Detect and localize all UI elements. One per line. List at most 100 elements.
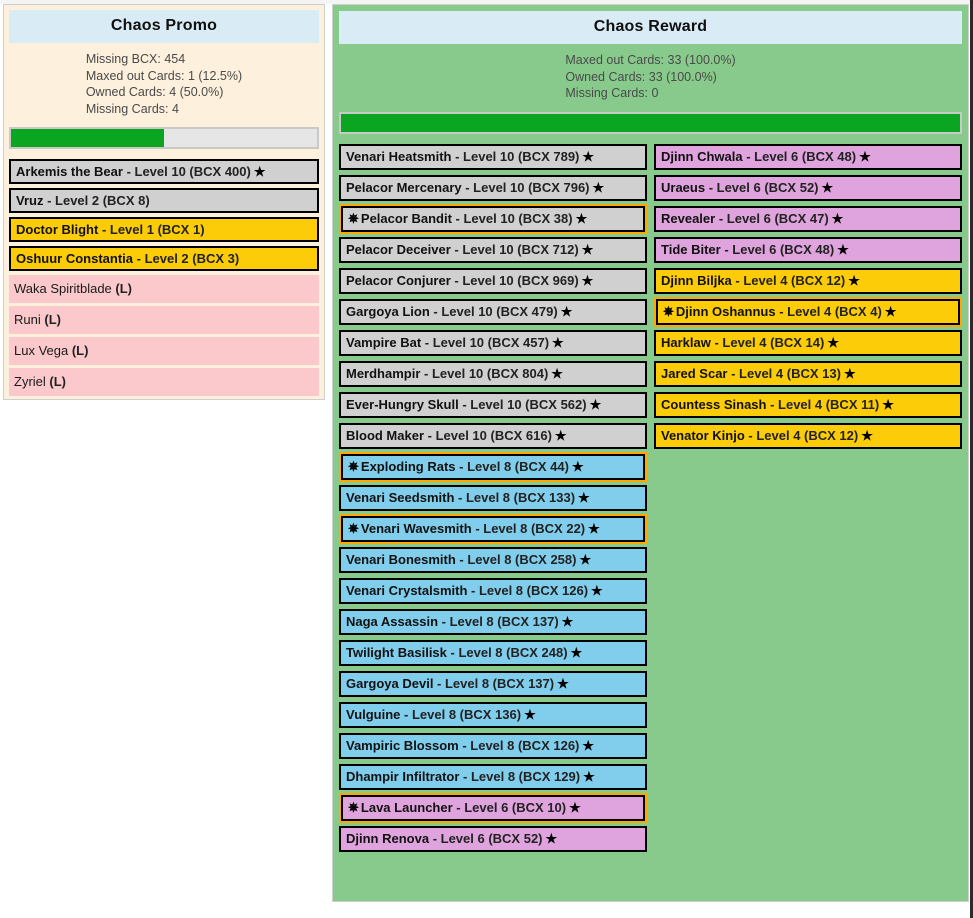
card-row[interactable]: ✵Exploding Rats - Level 8 (BCX 44)★ xyxy=(339,451,647,482)
card-name: Pelacor Bandit xyxy=(360,210,452,226)
maxed-star-icon: ★ xyxy=(583,768,595,784)
maxed-star-icon: ★ xyxy=(570,644,583,660)
card-row[interactable]: Jared Scar - Level 4 (BCX 13)★ xyxy=(654,360,962,387)
maxed-star-icon: ★ xyxy=(561,613,574,629)
card-level-bcx: - Level 8 (BCX 126) xyxy=(458,737,580,753)
card-row[interactable]: Venari Bonesmith - Level 8 (BCX 258)★ xyxy=(339,546,647,573)
promo-progress-bar xyxy=(9,127,319,149)
card-row[interactable]: Waka Spiritblade (L) xyxy=(9,275,319,303)
maxed-star-icon: ★ xyxy=(843,365,856,381)
promo-stat-missing-bcx: Missing BCX: 454 xyxy=(85,52,186,66)
card-row[interactable]: Vampire Bat - Level 10 (BCX 457)★ xyxy=(339,329,647,356)
promo-stat-owned: Owned Cards: 4 (50.0%) xyxy=(85,85,224,99)
card-level-bcx: - Level 4 (BCX 4) xyxy=(775,303,882,319)
card-level-bcx: - Level 4 (BCX 14) xyxy=(710,334,825,350)
maxed-star-icon: ★ xyxy=(581,272,594,288)
chaos-reward-panel: Chaos Reward Maxed out Cards: 33 (100.0%… xyxy=(332,4,969,902)
reward-panel-title: Chaos Reward xyxy=(339,11,962,44)
card-row[interactable]: ✵Pelacor Bandit - Level 10 (BCX 38)★ xyxy=(339,203,647,234)
card-name: Twilight Basilisk xyxy=(346,644,447,660)
card-row[interactable]: Naga Assassin - Level 8 (BCX 137)★ xyxy=(339,608,647,635)
card-row[interactable]: Uraeus - Level 6 (BCX 52)★ xyxy=(654,174,962,201)
card-name: Venari Crystalsmith xyxy=(346,582,468,598)
maxed-star-icon: ★ xyxy=(524,706,536,722)
maxed-star-icon: ★ xyxy=(569,799,581,815)
card-row[interactable]: Vruz - Level 2 (BCX 8) xyxy=(9,188,319,213)
card-name: Djinn Renova xyxy=(346,830,430,846)
card-row[interactable]: Oshuur Constantia - Level 2 (BCX 3) xyxy=(9,246,319,271)
card-row[interactable]: Tide Biter - Level 6 (BCX 48)★ xyxy=(654,236,962,263)
card-row[interactable]: Venari Heatsmith - Level 10 (BCX 789)★ xyxy=(339,143,647,170)
card-row[interactable]: Venator Kinjo - Level 4 (BCX 12)★ xyxy=(654,422,962,449)
maxed-star-icon: ★ xyxy=(848,272,860,288)
card-row[interactable]: Ever-Hungry Skull - Level 10 (BCX 562)★ xyxy=(339,391,647,418)
card-row[interactable]: Countess Sinash - Level 4 (BCX 11)★ xyxy=(654,391,962,418)
card-level-bcx: - Level 10 (BCX 616) xyxy=(424,427,552,443)
card-row[interactable]: Harklaw - Level 4 (BCX 14)★ xyxy=(654,329,962,356)
card-row[interactable]: Runi (L) xyxy=(9,306,319,334)
card-row[interactable]: Revealer - Level 6 (BCX 47)★ xyxy=(654,205,962,232)
card-row[interactable]: Arkemis the Bear - Level 10 (BCX 400)★ xyxy=(9,159,319,184)
maxed-star-icon: ★ xyxy=(591,582,603,598)
maxed-star-icon: ★ xyxy=(253,164,266,179)
card-level-bcx: - Level 6 (BCX 47) xyxy=(715,210,829,226)
promo-stats: Missing BCX: 454 Maxed out Cards: 1 (12.… xyxy=(9,43,319,121)
card-level-bcx: - Level 4 (BCX 12) xyxy=(731,272,846,288)
card-name: Lava Launcher xyxy=(360,799,453,815)
card-row[interactable]: ✵Lava Launcher - Level 6 (BCX 10)★ xyxy=(339,792,647,823)
card-name: Vampiric Blossom xyxy=(346,737,459,753)
card-row[interactable]: Gargoya Devil - Level 8 (BCX 137)★ xyxy=(339,670,647,697)
card-row[interactable]: Djinn Chwala - Level 6 (BCX 48)★ xyxy=(654,143,962,170)
promo-stat-maxed-out: Maxed out Cards: 1 (12.5%) xyxy=(85,68,243,83)
card-name: Dhampir Infiltrator xyxy=(346,768,460,784)
promo-progress-fill xyxy=(11,129,164,147)
card-row[interactable]: Doctor Blight - Level 1 (BCX 1) xyxy=(9,217,319,242)
card-row[interactable]: Djinn Biljka - Level 4 (BCX 12)★ xyxy=(654,267,962,294)
chaos-promo-panel: Chaos Promo Missing BCX: 454 Maxed out C… xyxy=(3,4,325,400)
card-row[interactable]: Blood Maker - Level 10 (BCX 616)★ xyxy=(339,422,647,449)
card-row[interactable]: Venari Seedsmith - Level 8 (BCX 133)★ xyxy=(339,484,647,511)
maxed-star-icon: ★ xyxy=(554,427,567,443)
card-row[interactable]: Pelacor Deceiver - Level 10 (BCX 712)★ xyxy=(339,236,647,263)
card-row[interactable]: Djinn Renova - Level 6 (BCX 52)★ xyxy=(339,825,647,852)
card-row[interactable]: Merdhampir - Level 10 (BCX 804)★ xyxy=(339,360,647,387)
card-row[interactable]: Gargoya Lion - Level 10 (BCX 479)★ xyxy=(339,298,647,325)
card-row[interactable]: Zyriel (L) xyxy=(9,368,319,396)
card-row[interactable]: Pelacor Conjurer - Level 10 (BCX 969)★ xyxy=(339,267,647,294)
card-row[interactable]: ✵Venari Wavesmith - Level 8 (BCX 22)★ xyxy=(339,513,647,544)
maxed-star-icon: ★ xyxy=(882,396,894,412)
card-name: Djinn Biljka xyxy=(661,272,732,288)
card-name: Venari Heatsmith xyxy=(346,148,452,164)
maxed-star-icon: ★ xyxy=(581,241,594,257)
reward-stat-owned: Owned Cards: 33 (100.0%) xyxy=(565,69,717,84)
card-row[interactable]: Lux Vega (L) xyxy=(9,337,319,365)
card-name: Ever-Hungry Skull xyxy=(346,396,459,412)
card-name: Doctor Blight xyxy=(16,222,99,237)
card-level-bcx: - Level 10 (BCX 400) xyxy=(122,164,251,179)
card-name: Vampire Bat xyxy=(346,334,422,350)
card-name: Pelacor Mercenary xyxy=(346,179,462,195)
card-row[interactable]: Vampiric Blossom - Level 8 (BCX 126)★ xyxy=(339,732,647,759)
card-level-bcx: - Level 6 (BCX 52) xyxy=(429,830,543,846)
maxed-star-icon: ★ xyxy=(589,396,602,412)
sparkle-burst-icon: ✵ xyxy=(348,799,359,815)
card-row[interactable]: Venari Crystalsmith - Level 8 (BCX 126)★ xyxy=(339,577,647,604)
card-level-bcx: - Level 10 (BCX 562) xyxy=(458,396,587,412)
card-level-bcx: - Level 6 (BCX 48) xyxy=(720,241,835,257)
card-row[interactable]: Pelacor Mercenary - Level 10 (BCX 796)★ xyxy=(339,174,647,201)
card-name: Venari Seedsmith xyxy=(346,489,455,505)
card-level-bcx: - Level 10 (BCX 479) xyxy=(429,303,558,319)
card-name: Pelacor Deceiver xyxy=(346,241,451,257)
card-level-bcx: - Level 8 (BCX 248) xyxy=(446,644,568,660)
maxed-star-icon: ★ xyxy=(861,427,873,443)
card-row[interactable]: ✵Djinn Oshannus - Level 4 (BCX 4)★ xyxy=(654,296,962,327)
card-name: Vruz xyxy=(16,193,44,208)
card-row[interactable]: Twilight Basilisk - Level 8 (BCX 248)★ xyxy=(339,639,647,666)
card-name: Waka Spiritblade xyxy=(14,281,112,296)
card-row[interactable]: Dhampir Infiltrator - Level 8 (BCX 129)★ xyxy=(339,763,647,790)
card-row[interactable]: Vulguine - Level 8 (BCX 136)★ xyxy=(339,701,647,728)
card-level-bcx: - Level 10 (BCX 38) xyxy=(451,210,573,226)
card-level-bcx: - Level 2 (BCX 8) xyxy=(43,193,150,208)
sparkle-burst-icon: ✵ xyxy=(348,210,359,226)
